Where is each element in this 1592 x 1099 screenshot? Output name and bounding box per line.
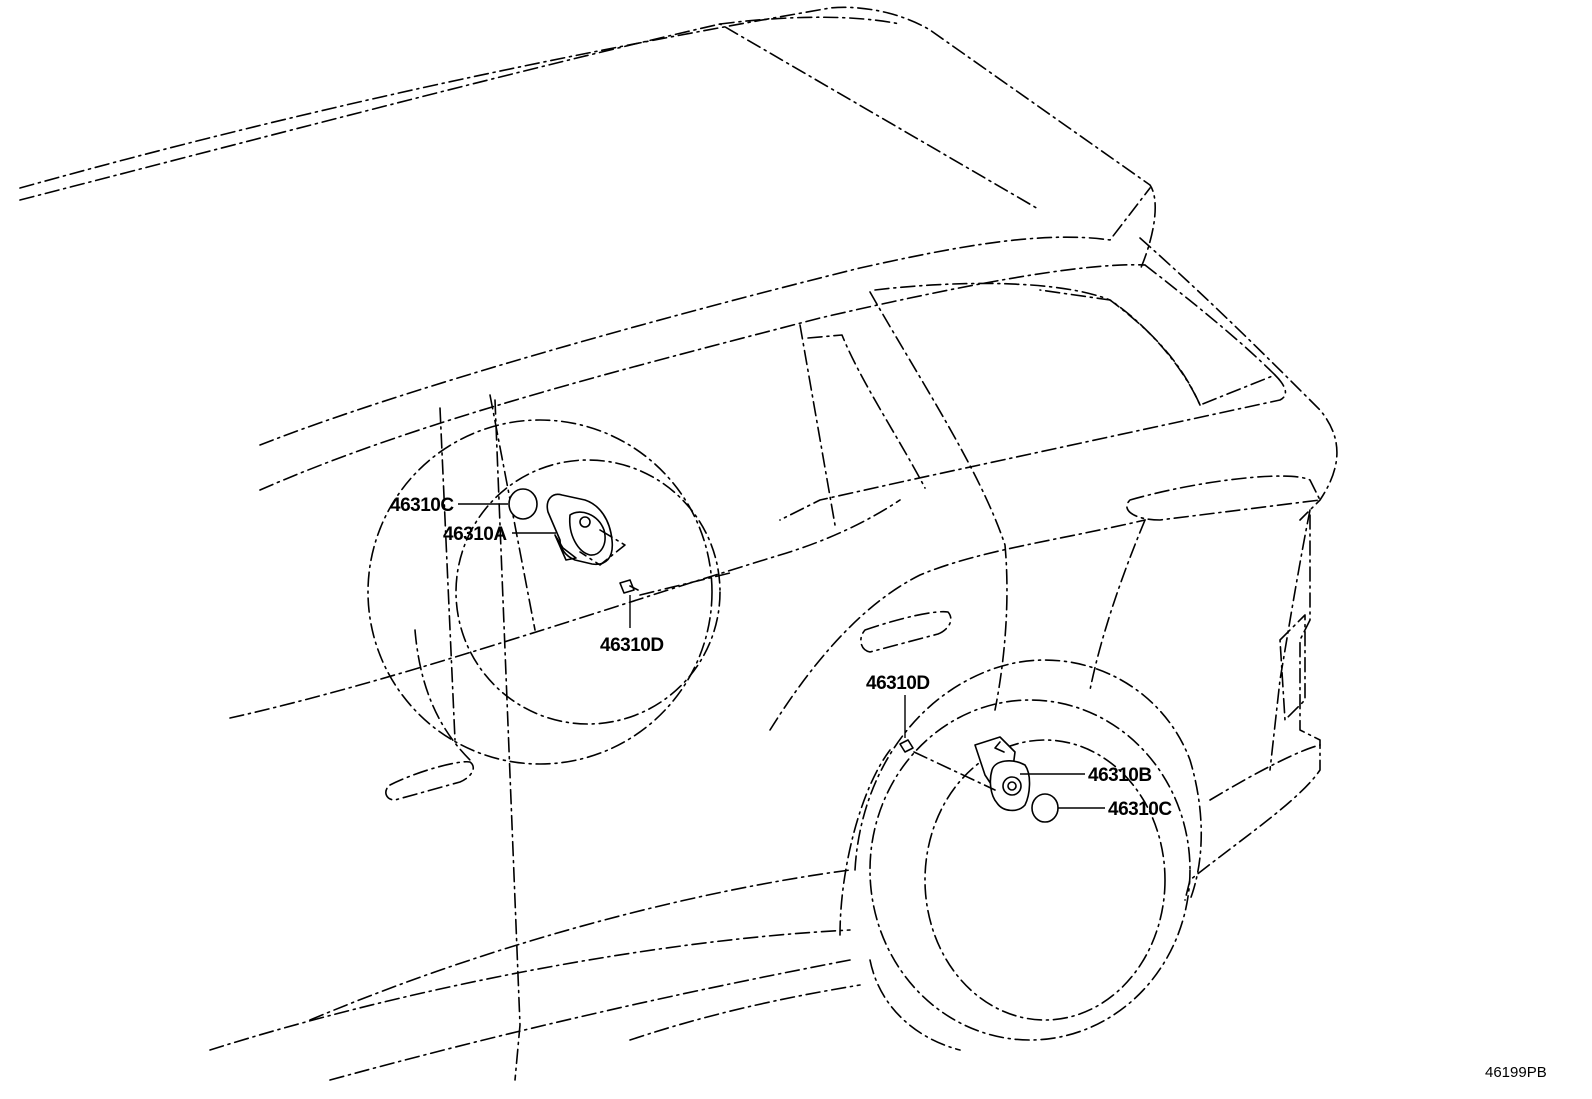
front-wheel-arch-inner	[455, 459, 721, 725]
front-screw-shank	[629, 585, 639, 591]
rear-fuel-door-assembly	[899, 736, 1059, 823]
rear-door-handle	[860, 610, 952, 653]
rear-screw-axis	[913, 751, 996, 791]
rear-gasket-ring	[1031, 793, 1059, 823]
door-lower-line	[309, 869, 851, 1021]
c-pillar	[1089, 519, 1146, 691]
hatch-edge	[1139, 237, 1338, 521]
front-actuator-body	[546, 493, 614, 566]
label-rear-screw: 46310D	[866, 673, 930, 694]
front-arch-lower	[414, 629, 471, 761]
front-door-seam	[494, 399, 521, 1081]
front-screw-axis	[639, 572, 731, 596]
roof-line-outer	[19, 6, 1156, 271]
front-gasket-ring	[508, 488, 538, 520]
leader-lines	[458, 503, 1105, 809]
rear-tire-outer	[869, 699, 1191, 1041]
window-top-line-2	[259, 263, 1146, 491]
rear-actuator-tab	[994, 741, 1005, 753]
front-mount-guide	[579, 529, 626, 566]
front-actuator-tab	[554, 534, 577, 561]
rear-window	[1039, 264, 1276, 406]
label-rear-actuator: 46310B	[1088, 765, 1152, 786]
rear-tire-inner	[924, 739, 1166, 1021]
label-front-screw: 46310D	[600, 635, 664, 656]
rear-actuator-hole-inner	[1007, 781, 1017, 791]
rear-actuator-hole	[1002, 776, 1022, 796]
roof-line-inner	[19, 23, 1041, 211]
rear-quarter-window	[874, 282, 1201, 406]
front-actuator-hole	[579, 516, 591, 528]
front-wheel-arch-outer	[367, 419, 713, 765]
label-front-gasket: 46310C	[390, 495, 454, 516]
b-pillar-inner	[807, 334, 926, 489]
lower-rear-line	[629, 984, 861, 1041]
door-character-line	[769, 519, 1146, 731]
bumper-reflector	[1279, 614, 1306, 721]
tail-lamp	[1126, 475, 1321, 521]
roof-spoiler	[719, 16, 901, 25]
b-pillar	[799, 324, 836, 526]
hatch-inner	[779, 374, 1287, 521]
rear-door-rear-edge	[869, 291, 1008, 711]
rear-door-front-edge	[439, 407, 456, 741]
vehicle-outline	[19, 6, 1338, 1081]
front-door-handle	[385, 760, 475, 801]
rear-door-front-edge-2	[489, 394, 536, 631]
front-actuator-inner	[568, 511, 606, 556]
rear-bumper	[1184, 514, 1321, 901]
rear-wheel-arch	[854, 659, 1202, 901]
rear-actuator-body	[989, 760, 1031, 812]
door-belt	[229, 499, 901, 719]
front-screw	[619, 579, 635, 594]
window-top-line	[259, 187, 1151, 446]
rocker-line-2	[329, 959, 851, 1081]
front-fuel-door-assembly	[508, 488, 731, 596]
label-front-actuator: 46310A	[443, 524, 507, 545]
rocker-line	[209, 929, 851, 1051]
reference-code: 46199PB	[1485, 1064, 1547, 1081]
rear-tire-shoulder	[869, 959, 961, 1051]
rear-screw	[899, 739, 914, 753]
label-rear-gasket: 46310C	[1108, 799, 1172, 820]
rear-arch-front	[839, 749, 891, 936]
c-pillar-2	[1269, 509, 1311, 771]
rear-lower-line	[1209, 744, 1321, 801]
